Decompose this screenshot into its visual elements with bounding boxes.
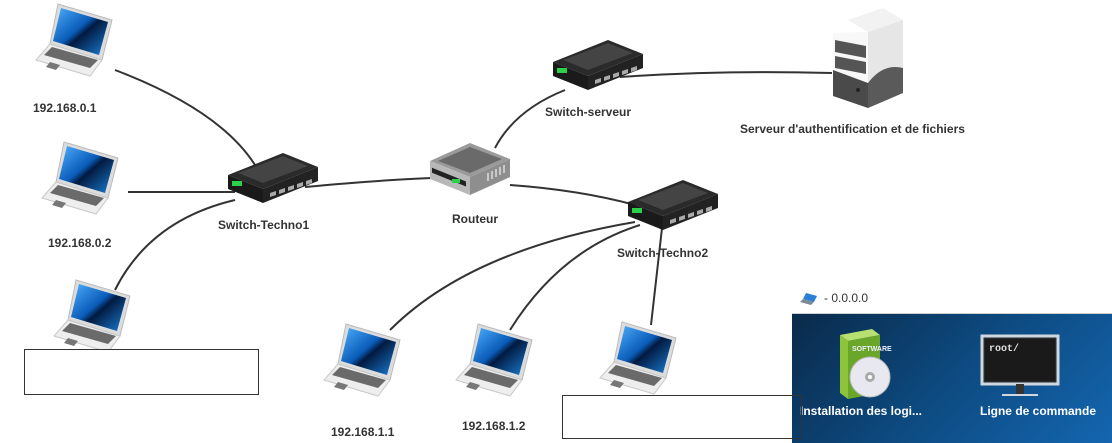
panel-title: - 0.0.0.0 [824, 291, 869, 305]
device-panel: - 0.0.0.0 SOFTWARE Installation des logi… [792, 284, 1112, 443]
switch-icon[interactable] [553, 40, 643, 90]
laptop-icon[interactable] [594, 320, 684, 395]
panel-body: SOFTWARE Installation des logi... root/ … [792, 314, 1112, 443]
switch-icon[interactable] [628, 180, 718, 230]
panel-titlebar[interactable]: - 0.0.0.0 [792, 284, 1112, 314]
link-sw2-pc11 [389, 221, 636, 331]
laptop-icon[interactable] [36, 140, 126, 215]
link-sw2-pc12 [509, 224, 641, 331]
server-icon[interactable] [828, 8, 908, 118]
link-router-swsrv [494, 89, 566, 149]
laptop-icon[interactable] [48, 278, 138, 353]
node-label-server: Serveur d'authentification et de fichier… [740, 122, 965, 136]
node-label-pc01: 192.168.0.1 [33, 101, 97, 115]
app-label: Ligne de commande [979, 404, 1097, 418]
redact-box-edge [562, 395, 802, 439]
laptop-icon [800, 293, 817, 305]
node-label-pc12: 192.168.1.2 [462, 419, 526, 433]
node-label-swsrv: Switch-serveur [545, 105, 632, 119]
switch-icon[interactable] [228, 153, 318, 203]
node-label-router: Routeur [452, 212, 498, 226]
node-label-pc11: 192.168.1.1 [331, 425, 395, 439]
link-swsrv-server [619, 71, 833, 78]
app-software-install[interactable]: SOFTWARE Installation des logi... [800, 314, 923, 443]
node-label-sw1: Switch-Techno1 [218, 218, 310, 232]
svg-text:root/: root/ [989, 343, 1019, 355]
link-pc03-sw1 [114, 199, 236, 291]
node-label-pc02: 192.168.0.2 [48, 236, 112, 250]
link-sw2-pc13 [650, 227, 663, 326]
terminal-monitor-icon: root/ [980, 334, 1060, 396]
link-router-sw2 [509, 184, 636, 206]
software-box-icon: SOFTWARE [840, 329, 892, 399]
node-label-sw2: Switch-Techno2 [617, 246, 709, 260]
router-icon[interactable] [430, 143, 510, 198]
app-command-line[interactable]: root/ Ligne de commande [972, 314, 1104, 443]
svg-text:SOFTWARE: SOFTWARE [852, 346, 892, 353]
laptop-icon[interactable] [30, 2, 120, 77]
link-pc01-sw1 [114, 69, 256, 166]
app-label: Installation des logi... [800, 404, 923, 418]
laptop-icon[interactable] [450, 322, 540, 397]
redacted-label-box [24, 349, 259, 395]
laptop-icon[interactable] [318, 322, 408, 397]
link-sw1-router [304, 177, 433, 188]
